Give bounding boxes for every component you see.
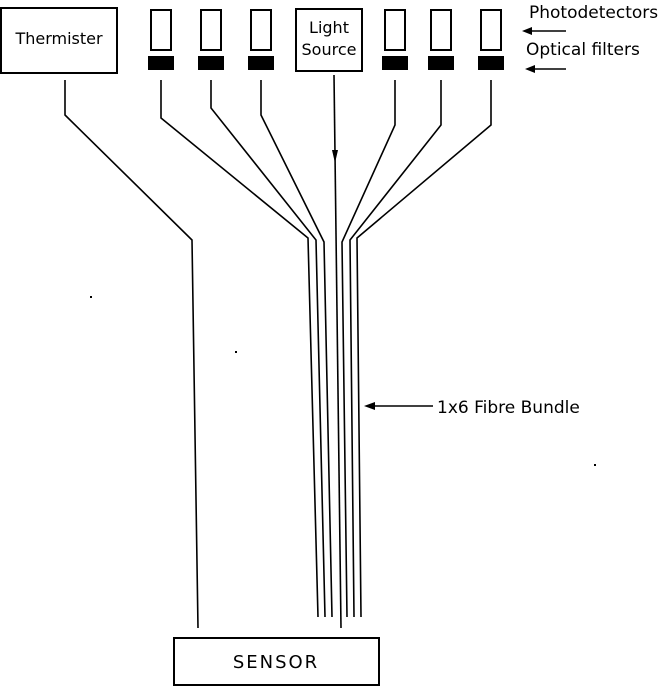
photodetector-5 (431, 10, 451, 50)
optical-filters-annotation: Optical filters (525, 40, 640, 73)
light-source-label-line1: Light (309, 18, 349, 37)
fibre-bundle-annotation: 1x6 Fibre Bundle (364, 398, 580, 418)
optical-filter-3 (248, 56, 274, 70)
light-source-arrow-head (332, 150, 338, 163)
fibre-1 (161, 80, 318, 617)
fibre-4 (342, 80, 395, 617)
sensor-label: SENSOR (233, 652, 319, 673)
fibre-bundle-label: 1x6 Fibre Bundle (437, 398, 580, 418)
fibre-6 (357, 80, 491, 617)
fibre-bundle (161, 75, 491, 628)
photodetectors-arrow-head (522, 27, 532, 35)
optical-filters-arrow-head (525, 65, 535, 73)
speck (594, 464, 596, 466)
thermister-wire (65, 80, 198, 628)
optical-filter-6 (478, 56, 504, 70)
speck (90, 296, 92, 298)
optical-filters-label: Optical filters (526, 40, 640, 60)
photodetector-6 (481, 10, 501, 50)
photodetector-1 (151, 10, 171, 50)
fibre-bundle-arrow-head (364, 402, 375, 410)
optical-filter-2 (198, 56, 224, 70)
sensor: SENSOR (174, 638, 379, 685)
fibre-3 (261, 80, 332, 617)
optical-filter-1 (148, 56, 174, 70)
speck (235, 351, 237, 353)
thermister: Thermister (1, 8, 117, 73)
photodetectors-label: Photodetectors (529, 3, 658, 23)
photodetector-3 (251, 10, 271, 50)
light-source-label-line2: Source (302, 40, 357, 59)
optical-filter-4 (382, 56, 408, 70)
photodetector-2 (201, 10, 221, 50)
light-source: Light Source (296, 9, 362, 71)
optical-filter-5 (428, 56, 454, 70)
photodetectors-annotation: Photodetectors (522, 3, 658, 35)
fibre-5 (350, 80, 441, 617)
photodetector-4 (385, 10, 405, 50)
fibre-2 (211, 80, 325, 617)
thermister-label: Thermister (14, 29, 103, 48)
